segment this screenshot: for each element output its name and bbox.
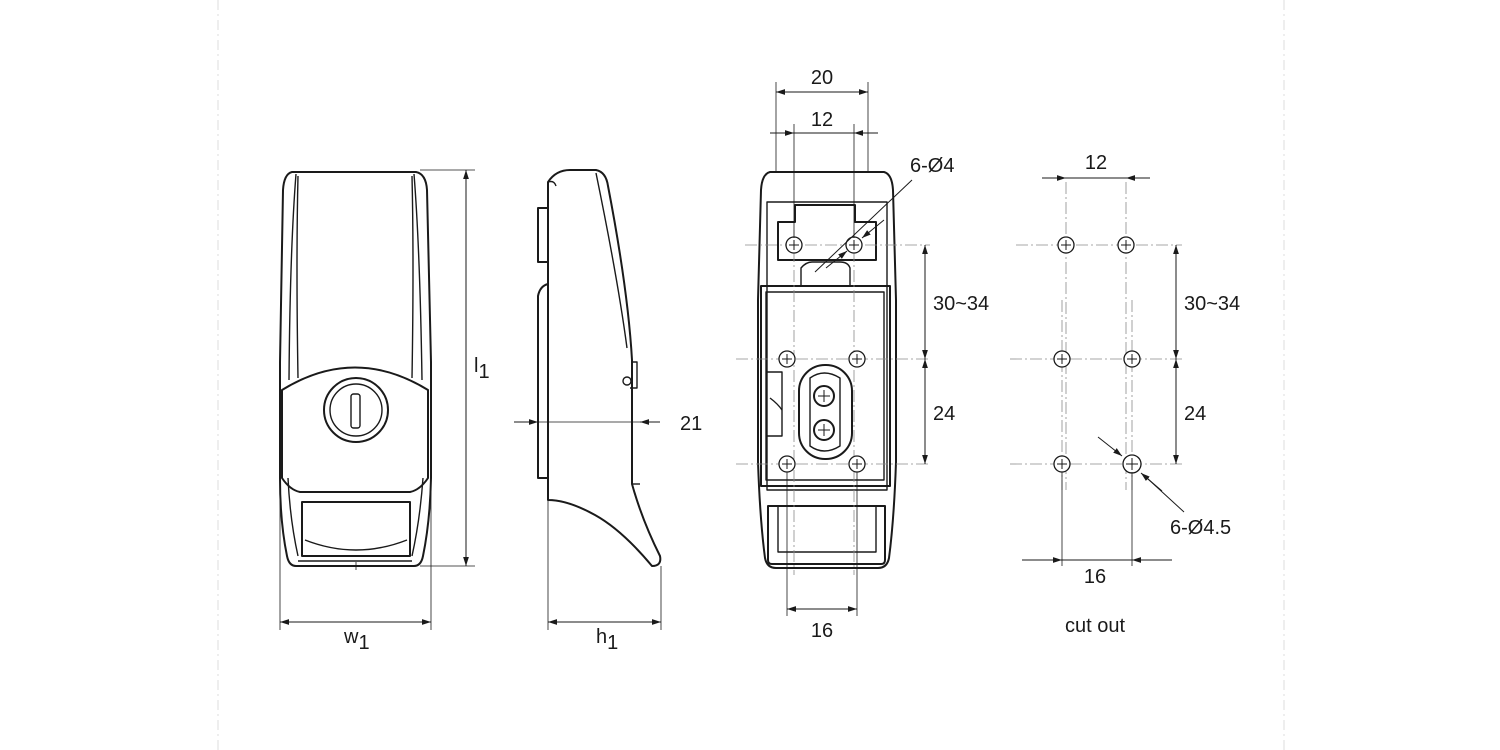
front-view: l1 w1: [279, 169, 490, 654]
front-lower-rail-left: [287, 477, 299, 557]
lock-cylinder-inner: [329, 383, 383, 437]
cutout-hole-4: [1123, 350, 1141, 368]
lock-cylinder-icon: [323, 377, 389, 443]
dim-24-label: 24: [933, 403, 955, 425]
cutout-hole-2: [1117, 236, 1135, 254]
cutout-hole-6: [1122, 454, 1142, 474]
screw-head-lower-icon: [813, 419, 835, 441]
side-latch-pin: [622, 376, 632, 386]
hole-callout-label: 6-Ø4: [910, 155, 954, 177]
hole-callout-arrow-in: [861, 219, 885, 239]
dim-12-label: 12: [811, 109, 833, 131]
back-hinge-block: [777, 204, 877, 261]
cutout-hole-5: [1053, 455, 1071, 473]
back-mechanism-plate: [760, 285, 891, 487]
back-grip-inner: [777, 506, 877, 553]
dim-w1-label: w1: [343, 626, 370, 654]
back-cam-inner: [809, 372, 841, 452]
back-body-outline: [757, 171, 897, 569]
back-hole-5: [778, 455, 796, 473]
cutout-callout-arrow-in: [1097, 436, 1123, 457]
front-grip-recess: [301, 501, 411, 557]
dim-20-label: 20: [811, 67, 833, 89]
hole-callout-leader: [814, 179, 913, 273]
back-inner-frame: [766, 201, 888, 491]
side-body-outline: [547, 169, 662, 567]
back-hinge-barrel: [800, 261, 851, 287]
cutout-hole-3: [1053, 350, 1071, 368]
key-slot-icon: [350, 393, 361, 429]
front-grip-shadow: [304, 539, 408, 551]
front-rib-right: [413, 173, 423, 381]
cutout-dim-24-label: 24: [1184, 403, 1206, 425]
front-lower-rail-right: [411, 477, 424, 557]
dim-h1-label: h1: [596, 626, 618, 654]
side-view: 21 h1: [514, 169, 702, 654]
side-inner-contour: [595, 172, 628, 349]
cutout-dim-12-label: 12: [1085, 152, 1107, 174]
cutout-caption: cut out: [1065, 615, 1125, 637]
dim-l1-label: l1: [474, 355, 490, 383]
back-hole-4: [848, 350, 866, 368]
cutout-callout-label: 6-Ø4.5: [1170, 517, 1231, 539]
back-hole-1: [785, 236, 803, 254]
front-rib-left: [288, 173, 297, 381]
front-lock-hood: [281, 366, 429, 493]
cutout-dim-16-label: 16: [1084, 566, 1106, 588]
cutout-view: 12 30~34 24 6-Ø4.5 16 cut out: [1010, 152, 1240, 637]
dim-21-label: 21: [680, 413, 702, 435]
back-view: 20 12 6-Ø4 30~34 24 16: [736, 67, 989, 642]
back-hole-6: [848, 455, 866, 473]
screw-head-upper-icon: [813, 385, 835, 407]
cutout-dim-3034-label: 30~34: [1184, 293, 1240, 315]
back-grip-pocket: [767, 505, 886, 565]
back-latch-detail: [769, 397, 783, 411]
back-hole-2: [845, 236, 863, 254]
dim-16-label: 16: [811, 620, 833, 642]
side-latch-step: [630, 361, 638, 389]
back-hole-3: [778, 350, 796, 368]
side-mount-tab-mid: [537, 283, 549, 479]
cutout-callout-arrow-out: [1140, 472, 1163, 492]
side-front-curve: [547, 180, 557, 187]
front-inner-left: [296, 175, 299, 379]
front-body-outline: [279, 171, 432, 567]
back-latch-tongue: [766, 371, 783, 437]
dim-3034-label: 30~34: [933, 293, 989, 315]
cutout-hole-1: [1057, 236, 1075, 254]
back-mechanism-inner: [765, 291, 885, 481]
back-cam-housing: [798, 364, 853, 460]
hole-callout-arrow-out: [825, 250, 848, 269]
side-mount-tab-top: [537, 207, 549, 263]
front-inner-right: [411, 175, 414, 379]
